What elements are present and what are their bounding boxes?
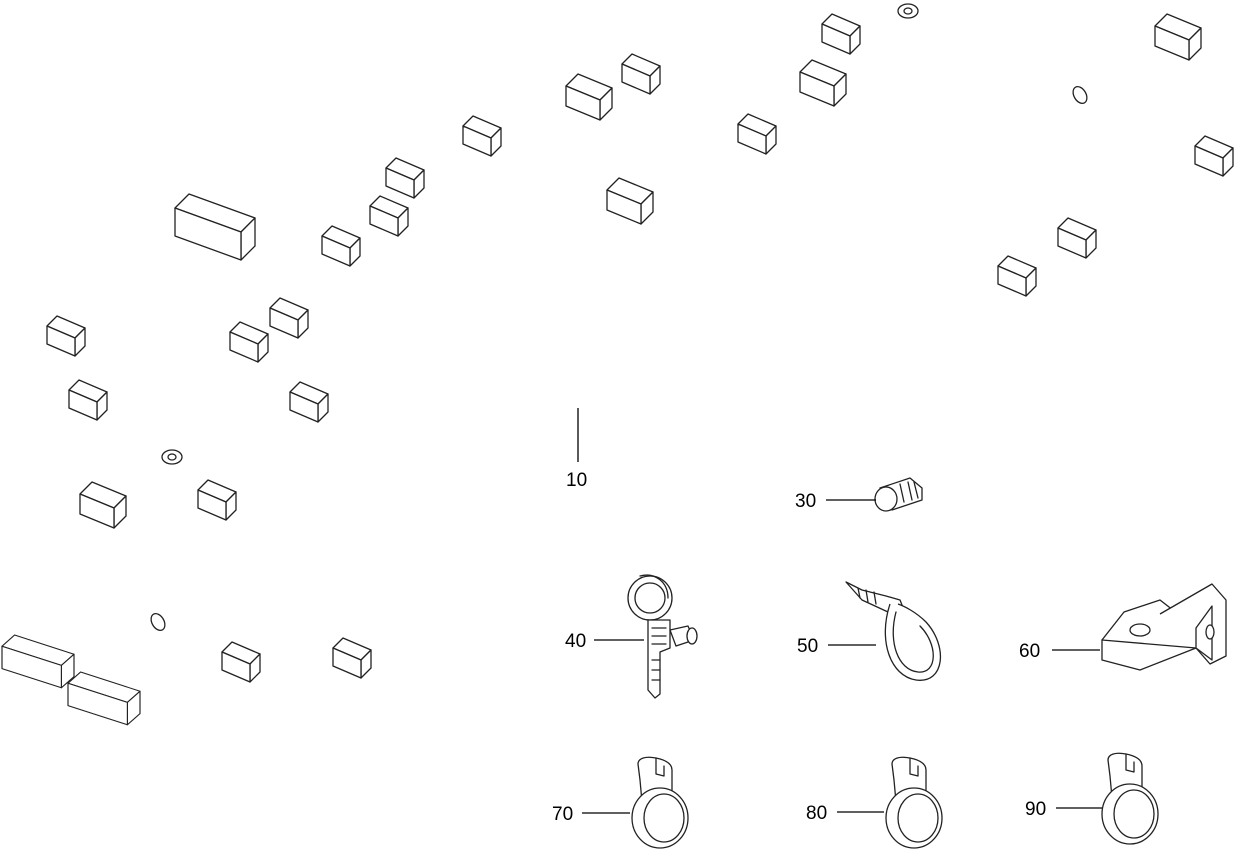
- ring-terminal-left: [161, 449, 183, 465]
- connector: [1194, 135, 1234, 177]
- connector: [737, 113, 777, 155]
- connector: [997, 255, 1037, 297]
- connector: [385, 157, 425, 199]
- connector: [229, 321, 269, 363]
- connector: [221, 641, 261, 683]
- connector: [621, 53, 661, 95]
- connector: [1154, 13, 1202, 61]
- callout-70: 70: [552, 804, 573, 825]
- mounting-bracket-part: [1101, 583, 1227, 671]
- harness-cables: [58, 12, 1212, 692]
- callout-80: 80: [806, 803, 827, 824]
- callout-10: 10: [566, 470, 587, 491]
- connector: [269, 297, 309, 339]
- bolt-part: [874, 477, 923, 512]
- ring-terminal-top: [897, 3, 919, 19]
- cable-tie-mount-part: [627, 574, 698, 699]
- connector: [68, 379, 108, 421]
- connector: [799, 59, 847, 107]
- connector: [332, 637, 372, 679]
- harness-connectors: [1, 13, 1234, 726]
- connector: [821, 13, 861, 55]
- callout-leaders: [577, 408, 1102, 814]
- connector: [1057, 217, 1097, 259]
- connector: [79, 481, 127, 529]
- connector: [369, 195, 409, 237]
- connector: [197, 479, 237, 521]
- connector: [46, 315, 86, 357]
- connector: [606, 177, 654, 225]
- cable-clip-part-80: [885, 756, 943, 849]
- callout-numbers: 10 30 40 50 60 70 80 90: [552, 470, 1046, 825]
- callout-60: 60: [1019, 641, 1040, 662]
- arrow-cable-tie-part: [845, 581, 941, 681]
- connector: [289, 381, 329, 423]
- callout-30: 30: [795, 491, 816, 512]
- callout-40: 40: [565, 631, 586, 652]
- connector: [321, 225, 361, 267]
- cable-clip-part-90: [1101, 752, 1159, 845]
- callout-90: 90: [1025, 799, 1046, 820]
- connector: [174, 193, 256, 261]
- connector: [462, 115, 502, 157]
- connector: [1, 634, 75, 689]
- connector: [565, 73, 613, 121]
- cable-clip-part-70: [631, 756, 689, 849]
- callout-50: 50: [797, 636, 818, 657]
- connector: [67, 671, 141, 726]
